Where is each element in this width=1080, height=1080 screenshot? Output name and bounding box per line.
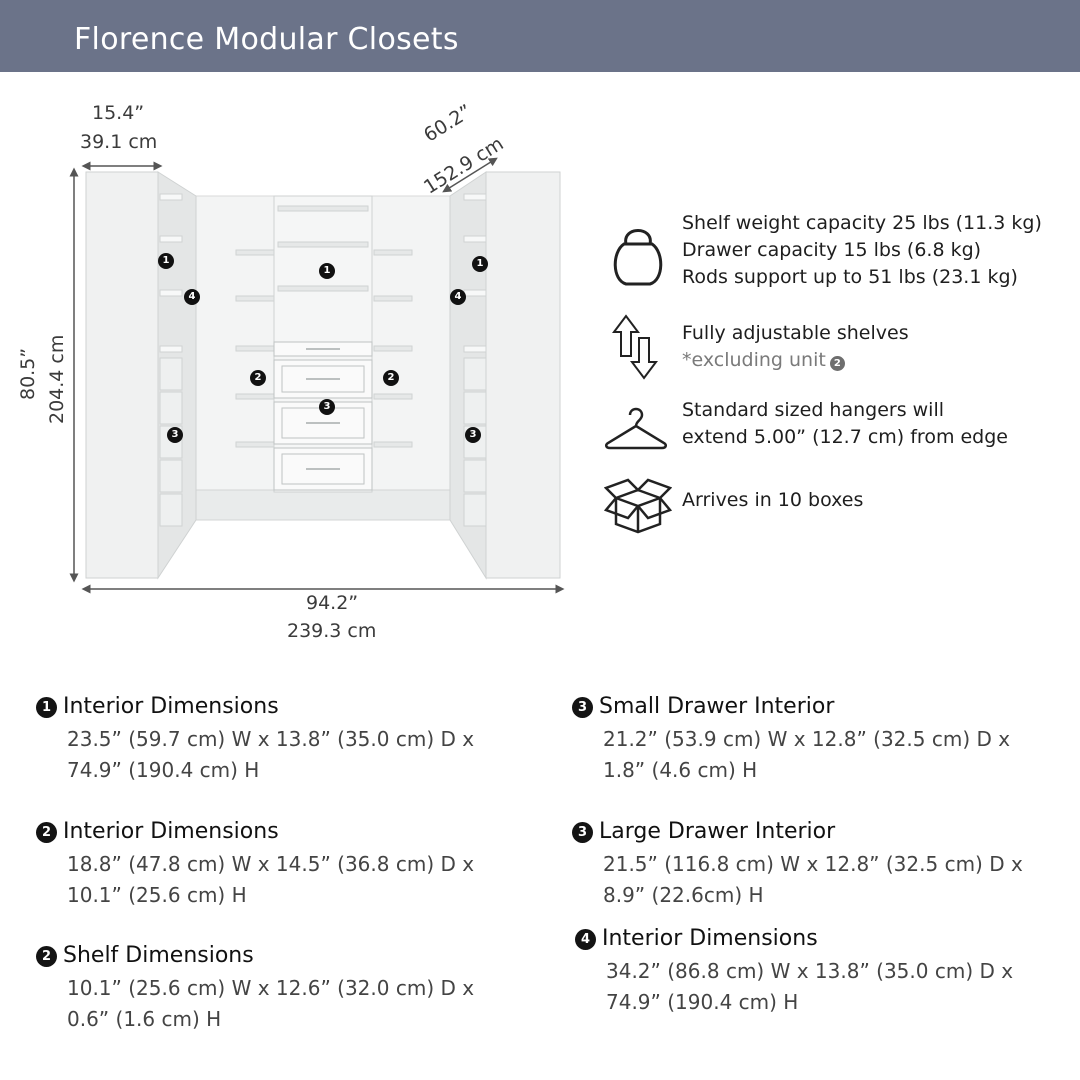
shelves-line-2: *excluding unit: [682, 349, 826, 371]
weight-capacity: Shelf weight capacity 25 lbs (11.3 kg) D…: [682, 210, 1042, 291]
spec-title: Large Drawer Interior: [599, 819, 836, 844]
shelves-line-1: Fully adjustable shelves: [682, 322, 909, 344]
dim-depth-in: 15.4”: [92, 102, 145, 124]
spec-line-2: 10.1” (25.6 cm) H: [67, 883, 247, 907]
spec-title: Interior Dimensions: [63, 819, 279, 844]
closet-diagram: [69, 157, 565, 594]
spec-line-1: 18.8” (47.8 cm) W x 14.5” (36.8 cm) D x: [67, 852, 475, 876]
marker-3-center: 3: [319, 399, 335, 415]
boxes-note: Arrives in 10 boxes: [682, 487, 863, 514]
spec-badge: 4: [575, 929, 596, 950]
spec-line-2: 74.9” (190.4 cm) H: [67, 758, 260, 782]
box-icon: [604, 478, 672, 534]
boxes-line-1: Arrives in 10 boxes: [682, 489, 864, 511]
spec-2-interior: 2 Interior Dimensions 18.8” (47.8 cm) W x…: [36, 819, 474, 911]
marker-1-center: 1: [319, 263, 335, 279]
shelves-badge: 2: [829, 356, 845, 371]
spec-badge: 3: [572, 822, 593, 843]
spec-badge: 2: [36, 822, 57, 843]
spec-line-2: 8.9” (22.6cm) H: [603, 883, 764, 907]
spec-line-1: 21.5” (116.8 cm) W x 12.8” (32.5 cm) D x: [603, 852, 1023, 876]
spec-line-2: 0.6” (1.6 cm) H: [67, 1007, 222, 1031]
marker-1-right: 1: [472, 256, 488, 272]
spec-title: Shelf Dimensions: [63, 943, 254, 968]
weight-line-1: Shelf weight capacity 25 lbs (11.3 kg): [682, 212, 1042, 234]
spec-line-1: 23.5” (59.7 cm) W x 13.8” (35.0 cm) D x: [67, 727, 475, 751]
spec-line-2: 74.9” (190.4 cm) H: [606, 990, 799, 1014]
marker-2-left: 2: [250, 370, 266, 386]
spec-title: Small Drawer Interior: [599, 694, 835, 719]
up-down-arrows-icon: [612, 314, 658, 380]
weight-line-3: Rods support up to 51 lbs (23.1 kg): [682, 266, 1018, 288]
marker-2-right: 2: [383, 370, 399, 386]
hangers-line-2: extend 5.00” (12.7 cm) from edge: [682, 426, 1008, 448]
spec-badge: 2: [36, 946, 57, 967]
spec-badge: 1: [36, 697, 57, 718]
marker-3-right: 3: [465, 427, 481, 443]
spec-line-1: 21.2” (53.9 cm) W x 12.8” (32.5 cm) D x: [603, 727, 1011, 751]
adjustable-shelves: Fully adjustable shelves *excluding unit…: [682, 320, 909, 374]
dim-depth-cm: 39.1 cm: [80, 131, 158, 153]
spec-2-shelf: 2 Shelf Dimensions 10.1” (25.6 cm) W x 12…: [36, 943, 474, 1035]
hangers-note: Standard sized hangers will extend 5.00”…: [682, 397, 1008, 451]
spec-3-large-drawer: 3 Large Drawer Interior 21.5” (116.8 cm) …: [572, 819, 1023, 911]
header-bar: Florence Modular Closets: [0, 0, 1080, 72]
hangers-line-1: Standard sized hangers will: [682, 399, 945, 421]
dim-height-in: 80.5”: [17, 347, 39, 400]
spec-1-interior: 1 Interior Dimensions 23.5” (59.7 cm) W x…: [36, 694, 474, 786]
marker-3-left: 3: [167, 427, 183, 443]
spec-badge: 3: [572, 697, 593, 718]
weight-line-2: Drawer capacity 15 lbs (6.8 kg): [682, 239, 982, 261]
dim-width-in: 94.2”: [306, 592, 359, 614]
spec-line-1: 10.1” (25.6 cm) W x 12.6” (32.0 cm) D x: [67, 976, 475, 1000]
spec-line-1: 34.2” (86.8 cm) W x 13.8” (35.0 cm) D x: [606, 959, 1014, 983]
spec-4-interior: 4 Interior Dimensions 34.2” (86.8 cm) W x…: [575, 926, 1013, 1018]
marker-4-left: 4: [184, 289, 200, 305]
spec-3-small-drawer: 3 Small Drawer Interior 21.2” (53.9 cm) W…: [572, 694, 1010, 786]
marker-1-left: 1: [158, 253, 174, 269]
kettlebell-icon: [613, 229, 663, 286]
spec-title: Interior Dimensions: [63, 694, 279, 719]
dim-height-cm: 204.4 cm: [46, 334, 68, 424]
spec-title: Interior Dimensions: [602, 926, 818, 951]
page-title: Florence Modular Closets: [74, 22, 459, 57]
dim-width-cm: 239.3 cm: [287, 620, 377, 642]
hanger-icon: [605, 407, 667, 450]
marker-4-right: 4: [450, 289, 466, 305]
spec-line-2: 1.8” (4.6 cm) H: [603, 758, 758, 782]
